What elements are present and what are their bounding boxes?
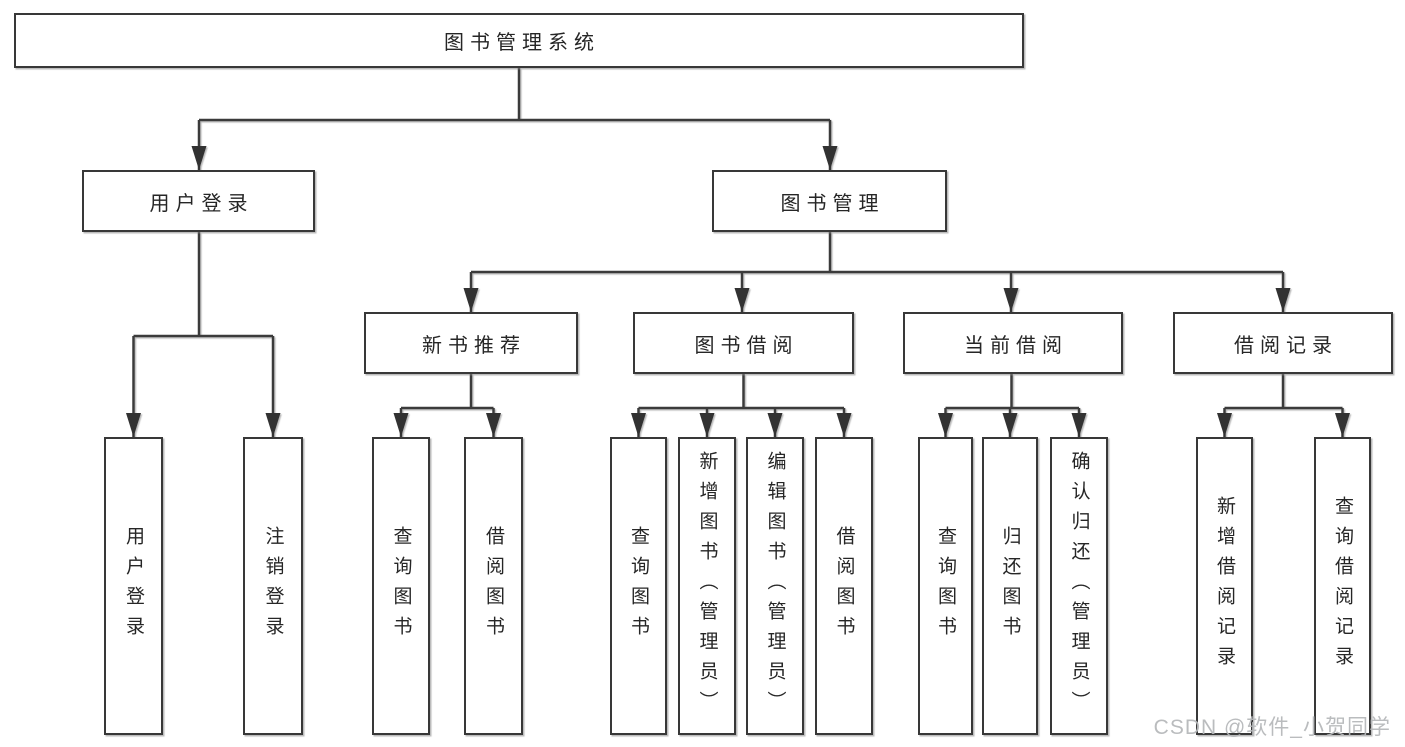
node-user-login: 用户登录 — [82, 170, 315, 232]
leaf-confirm-return-admin: 确认归还（管理员） — [1050, 437, 1108, 735]
leaf-query-books-recommend: 查询图书 — [372, 437, 430, 735]
node-label: 用户登录 — [123, 526, 144, 646]
connector-rails — [133, 68, 1343, 410]
node-book-borrowing: 图书借阅 — [633, 312, 854, 374]
leaf-add-borrow-record: 新增借阅记录 — [1196, 437, 1253, 735]
leaf-add-book-admin: 新增图书（管理员） — [678, 437, 736, 735]
node-label: 当前借阅 — [964, 334, 1068, 357]
node-label: 借阅图书 — [833, 526, 855, 646]
node-label: 查询借阅记录 — [1332, 496, 1353, 676]
node-label: 新增借阅记录 — [1214, 496, 1235, 676]
leaf-query-borrow-record: 查询借阅记录 — [1314, 437, 1371, 735]
node-label: 新增图书（管理员） — [696, 451, 718, 721]
node-library-management-system: 图书管理系统 — [14, 13, 1024, 68]
watermark: CSDN @软件_小贺同学 — [1153, 716, 1391, 739]
node-label: 图书借阅 — [694, 334, 799, 357]
leaf-borrow-books-borrowing: 借阅图书 — [815, 437, 873, 735]
node-label: 编辑图书（管理员） — [764, 451, 786, 721]
node-label: 查询图书 — [390, 526, 412, 646]
node-label: 查询图书 — [628, 526, 649, 646]
node-label: 用户登录 — [149, 192, 254, 215]
node-label: 借阅图书 — [483, 526, 504, 646]
node-label: 图书管理 — [780, 192, 885, 215]
leaf-edit-book-admin: 编辑图书（管理员） — [746, 437, 804, 735]
node-borrowing-records: 借阅记录 — [1173, 312, 1393, 374]
node-label: 查询图书 — [935, 526, 956, 646]
node-label: 图书管理系统 — [444, 32, 600, 54]
leaf-borrow-books-recommend: 借阅图书 — [464, 437, 523, 735]
node-label: 注销登录 — [262, 526, 284, 646]
leaf-logout: 注销登录 — [243, 437, 303, 735]
node-label: 新书推荐 — [422, 334, 526, 357]
node-label: 确认归还（管理员） — [1068, 451, 1090, 721]
leaf-query-books-current: 查询图书 — [918, 437, 973, 735]
leaf-return-book: 归还图书 — [982, 437, 1038, 735]
node-book-management: 图书管理 — [712, 170, 947, 232]
node-label: 归还图书 — [999, 526, 1021, 646]
leaf-query-books-borrowing: 查询图书 — [610, 437, 667, 735]
node-current-borrowing: 当前借阅 — [903, 312, 1123, 374]
node-new-book-recommendation: 新书推荐 — [364, 312, 578, 374]
node-label: 借阅记录 — [1234, 334, 1338, 357]
leaf-user-login: 用户登录 — [104, 437, 163, 735]
